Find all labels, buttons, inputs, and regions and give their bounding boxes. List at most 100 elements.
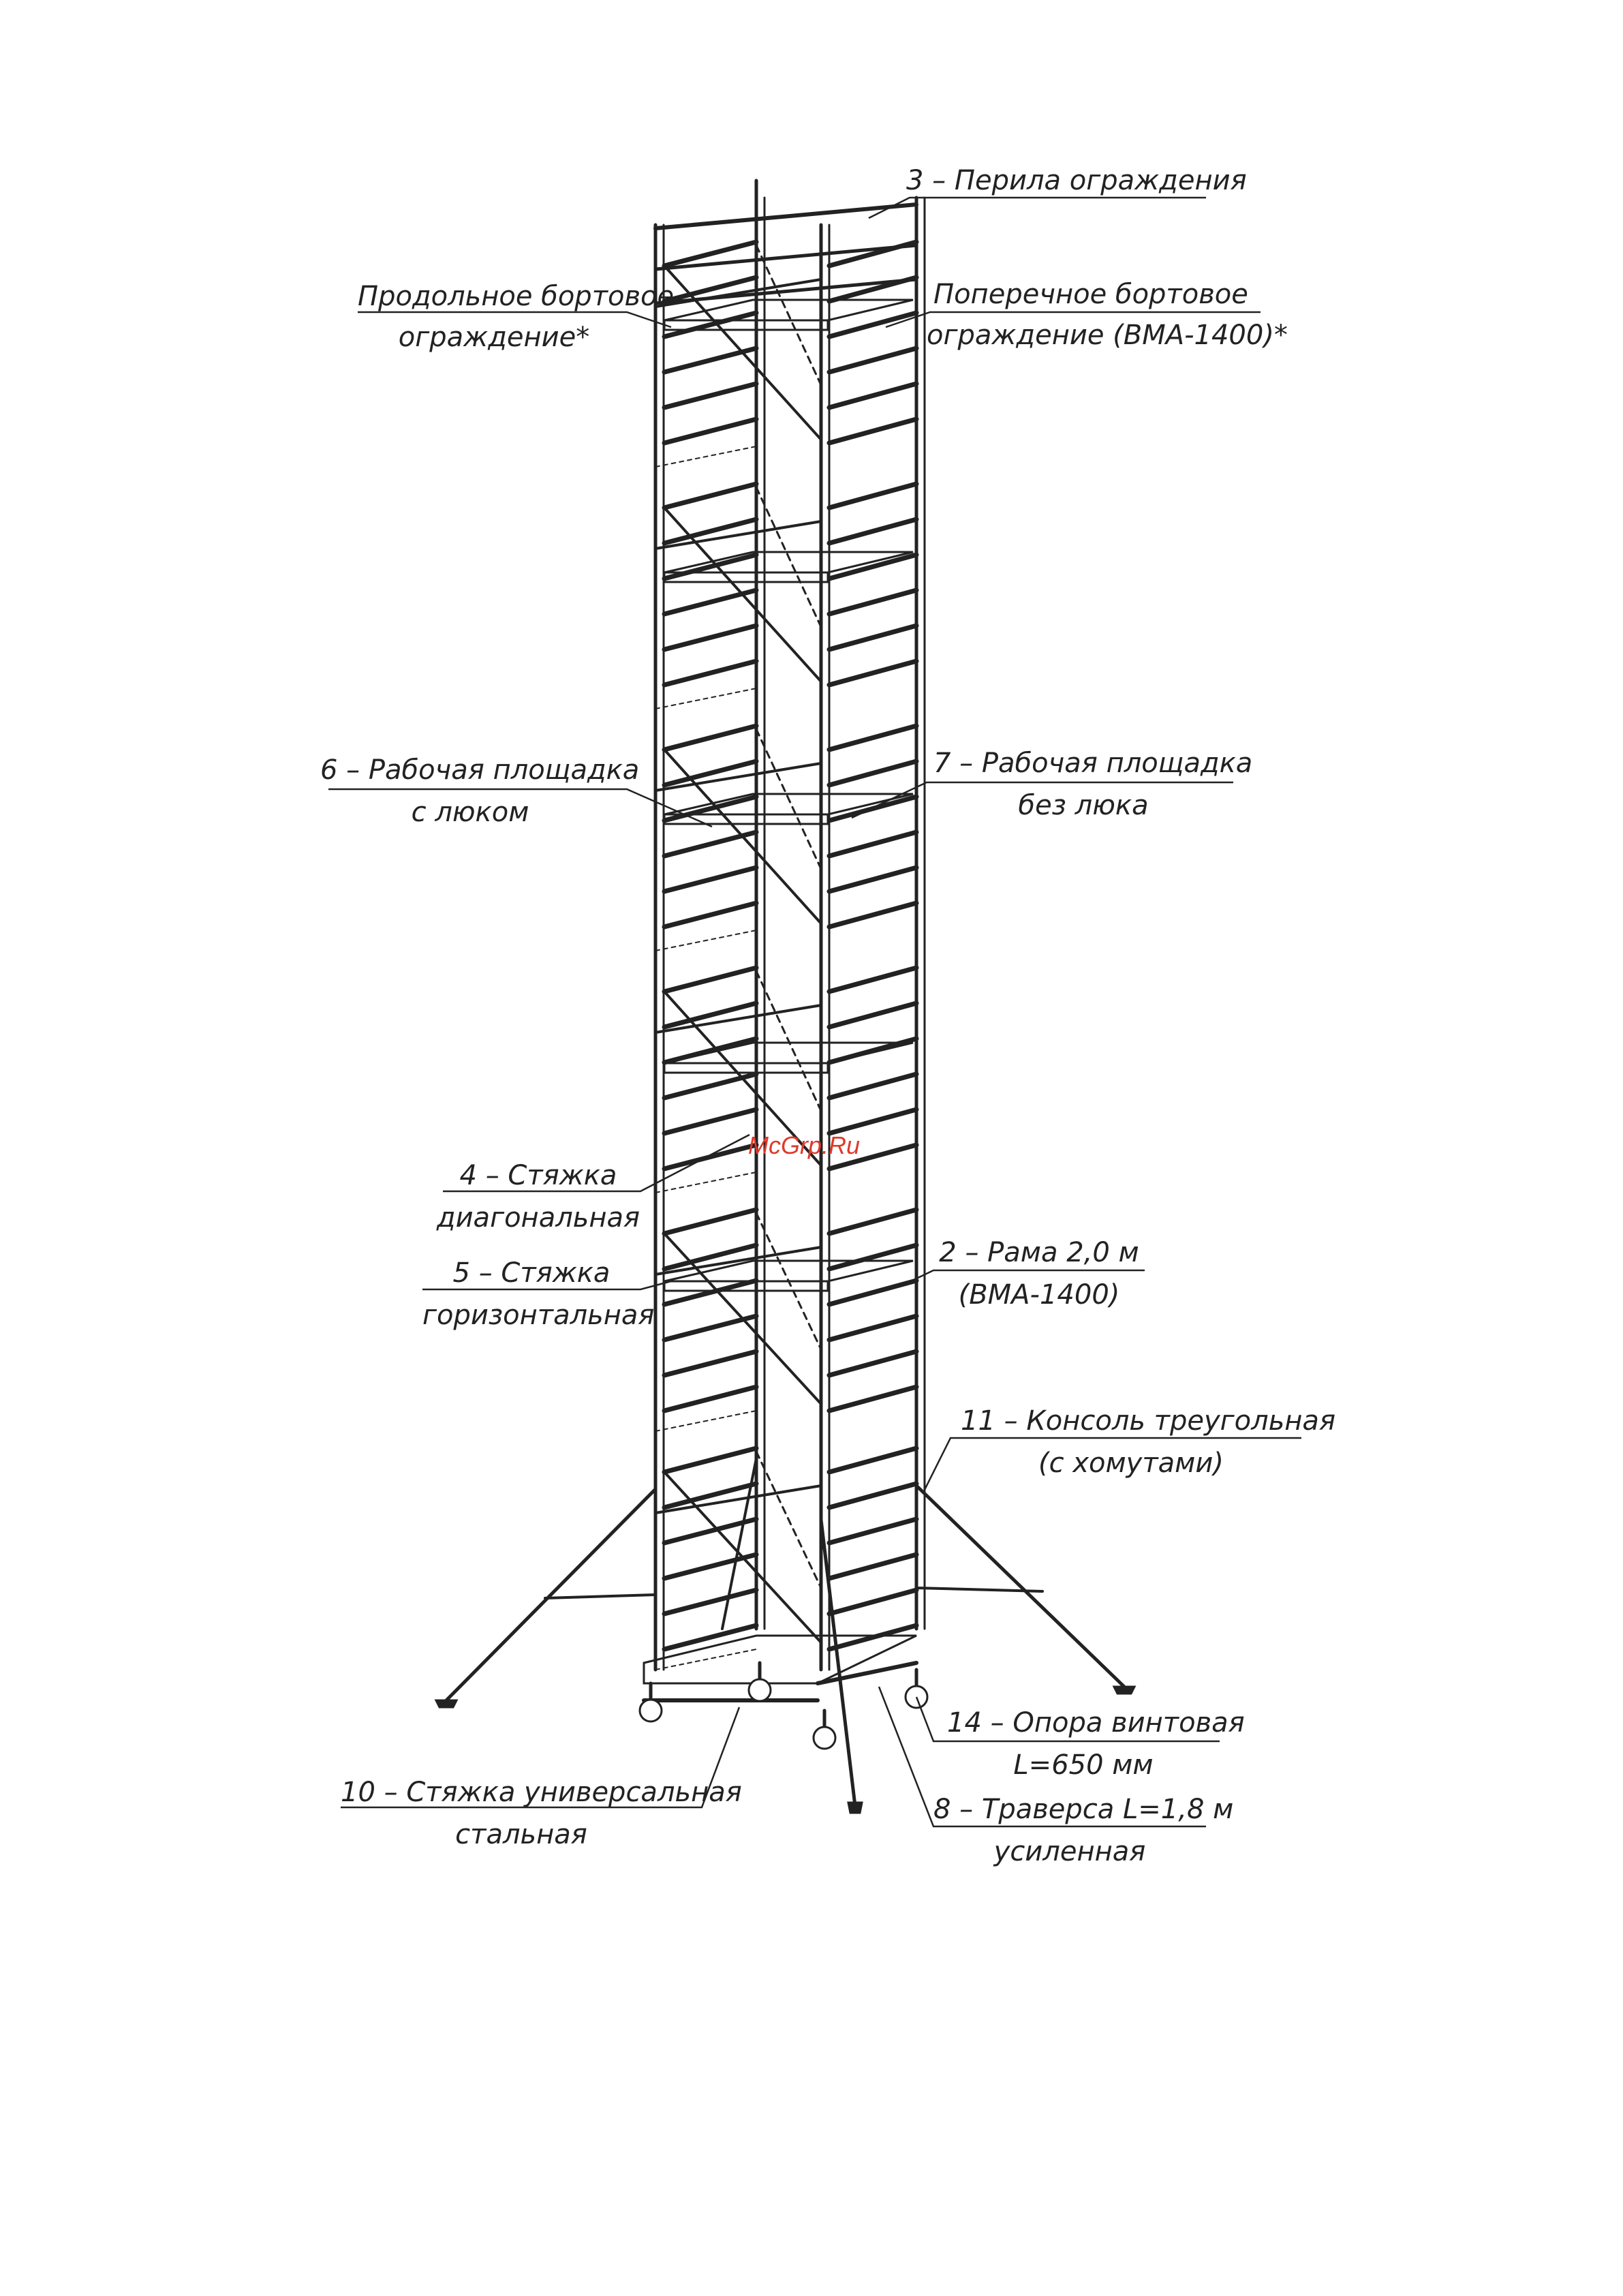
platform-top-edge xyxy=(663,319,829,331)
label-item8-line2: усиленная xyxy=(993,1836,1146,1867)
frame-rung-right xyxy=(826,965,919,994)
frame-rung-right xyxy=(826,346,919,375)
frame-rung-right xyxy=(826,552,919,581)
frame-rung-right xyxy=(826,310,919,339)
label-item3-railing: 3 – Перила ограждения xyxy=(906,165,1247,196)
leader-line-5 xyxy=(851,781,1233,819)
label-item7-line2: без люка xyxy=(1018,790,1149,821)
frame-rung-left xyxy=(662,1278,759,1307)
outrigger-back xyxy=(721,1457,758,1630)
frame-rung-left xyxy=(662,552,759,581)
joint-dash xyxy=(655,1649,757,1670)
joint-dash xyxy=(655,446,757,468)
frame-rung-left xyxy=(662,1242,759,1272)
frame-rung-left xyxy=(662,658,759,688)
horizontal-brace xyxy=(654,520,822,550)
frame-rung-right xyxy=(826,1242,919,1272)
diagonal-brace-back xyxy=(755,1450,822,1589)
horizontal-brace xyxy=(654,1246,822,1276)
base-traverse-side xyxy=(816,1661,918,1685)
frame-rung-left xyxy=(662,965,759,994)
frame-rung-left xyxy=(662,1445,759,1475)
label-item10-line1: 10 – Стяжка универсальная xyxy=(341,1777,742,1808)
outrigger-foot-left xyxy=(434,1699,459,1709)
caster-wheel-2 xyxy=(747,1678,772,1702)
frame-rung-right xyxy=(826,1481,919,1510)
frame-rung-right xyxy=(826,623,919,652)
joint-dash xyxy=(655,930,757,951)
diagonal-brace-back xyxy=(755,728,822,870)
frame-rung-right xyxy=(826,829,919,859)
frame-rung-left xyxy=(662,310,759,339)
diagonal-brace xyxy=(663,990,822,1167)
frame-rung-right xyxy=(826,381,919,410)
frame-rung-right xyxy=(826,1587,919,1617)
diagonal-brace xyxy=(663,506,822,683)
diagonal-brace xyxy=(663,1232,822,1405)
top-guardrail xyxy=(653,202,918,230)
leader-line-9 xyxy=(922,1437,1301,1493)
horizontal-brace xyxy=(654,762,822,792)
label-item2-line2: (ВМА-1400) xyxy=(958,1279,1120,1311)
scaffold-structure xyxy=(434,179,1137,1814)
frame-rung-right xyxy=(826,1445,919,1475)
frame-rung-right xyxy=(826,517,919,546)
frame-rung-left xyxy=(662,623,759,652)
label-item10-line2: стальная xyxy=(455,1819,587,1850)
frame-rung-right xyxy=(826,865,919,894)
frame-rung-left xyxy=(662,1587,759,1617)
diagonal-brace-back xyxy=(755,970,822,1112)
leader-line-8 xyxy=(899,1269,1145,1288)
frame-rung-left xyxy=(662,1516,759,1546)
platform-with-hatch-edge xyxy=(663,813,829,825)
frame-rung-left xyxy=(662,1000,759,1030)
frame-rung-left xyxy=(662,900,759,930)
frame-rung-left xyxy=(662,1313,759,1343)
outrigger-front xyxy=(819,1518,857,1808)
platform-level-4-edge xyxy=(663,1062,829,1074)
diagonal-brace-back xyxy=(755,244,822,386)
label-item5-line1: 5 – Стяжка xyxy=(452,1257,610,1289)
frame-rung-right xyxy=(826,1552,919,1581)
leader-line-11 xyxy=(341,1706,741,1809)
label-item14-line1: 14 – Опора винтовая xyxy=(947,1707,1245,1739)
frame-rung-left xyxy=(662,1142,759,1172)
outrigger-left-strut xyxy=(544,1593,657,1599)
platform-level-5-edge xyxy=(663,1280,829,1292)
frame-rung-right xyxy=(826,1207,919,1236)
leader-line-1 xyxy=(868,196,1206,219)
frame-rung-left xyxy=(662,1481,759,1510)
outrigger-foot-front xyxy=(847,1801,863,1814)
frame-rung-right xyxy=(826,481,919,510)
platform-level-2-edge xyxy=(663,571,829,583)
label-longitudinal-toeboard-line2: ограждение* xyxy=(398,322,590,353)
label-item11-line1: 11 – Консоль треугольная xyxy=(961,1405,1335,1437)
joint-dash xyxy=(655,1410,757,1432)
frame-rung-right xyxy=(826,1071,919,1101)
leader-line-6 xyxy=(443,1133,750,1193)
leader-line-2 xyxy=(358,311,672,328)
caster-wheel-1 xyxy=(638,1698,663,1723)
leader-line-10 xyxy=(915,1696,1220,1743)
label-item4-line2: диагональная xyxy=(436,1202,640,1234)
frame-rung-left xyxy=(662,759,759,788)
frame-rung-right xyxy=(826,1000,919,1030)
leader-line-7 xyxy=(422,1280,672,1291)
label-item11-line2: (с хомутами) xyxy=(1038,1448,1224,1479)
platform-level-5 xyxy=(664,1259,914,1283)
label-item6-line1: 6 – Рабочая площадка xyxy=(320,754,640,786)
mid-guardrail xyxy=(653,243,918,271)
leader-line-3 xyxy=(885,311,1261,328)
diagonal-brace-back xyxy=(755,486,822,628)
frame-rung-right xyxy=(826,1384,919,1413)
leader-line-12 xyxy=(878,1686,1206,1828)
frame-rung-right xyxy=(826,1278,919,1307)
label-item7-line1: 7 – Рабочая площадка xyxy=(933,748,1253,779)
label-transverse-toeboard-line1: Поперечное бортовое xyxy=(933,279,1248,310)
frame-rung-left xyxy=(662,381,759,410)
frame-rung-right xyxy=(826,587,919,617)
frame-rung-right xyxy=(826,723,919,752)
frame-rung-left xyxy=(662,416,759,446)
